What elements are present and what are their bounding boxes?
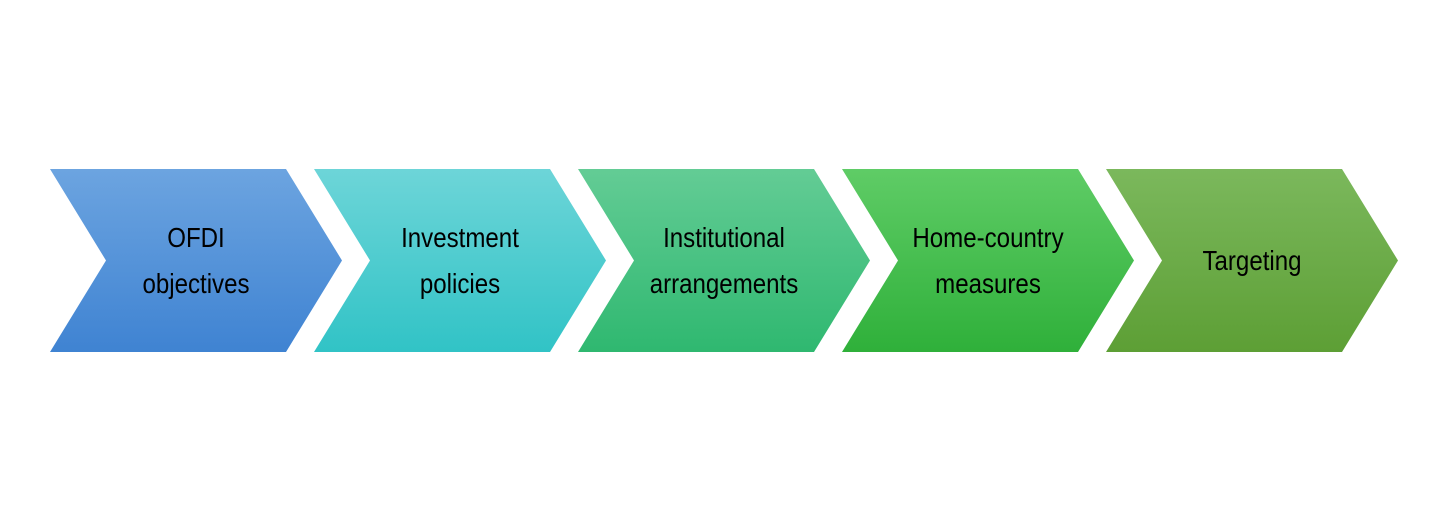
step-institutional-arrangements: Institutional arrangements xyxy=(578,169,870,352)
step-ofdi-objectives: OFDI objectives xyxy=(50,169,342,352)
step-label-line: OFDI xyxy=(167,221,225,253)
step-home-country-measures: Home-country measures xyxy=(842,169,1134,352)
step-label-line: measures xyxy=(935,267,1041,299)
chevron-shape xyxy=(1106,169,1398,352)
step-investment-policies: Investment policies xyxy=(314,169,606,352)
step-label: Institutional arrangements xyxy=(638,169,810,352)
step-label: Home-country measures xyxy=(902,169,1074,352)
chevron-shape xyxy=(314,169,606,352)
step-label-line: Institutional xyxy=(663,221,785,253)
step-label-line: Targeting xyxy=(1202,244,1302,276)
step-label: OFDI objectives xyxy=(110,169,282,352)
step-label-line: policies xyxy=(419,267,501,299)
step-label: Investment policies xyxy=(374,169,546,352)
step-label-line: Investment xyxy=(401,221,519,253)
chevron-shape xyxy=(50,169,342,352)
chevron-shape xyxy=(842,169,1134,352)
chevron-shape xyxy=(578,169,870,352)
step-targeting: Targeting xyxy=(1106,169,1398,352)
step-label: Targeting xyxy=(1166,169,1338,352)
step-label-line: objectives xyxy=(142,267,250,299)
step-label-line: Home-country xyxy=(912,221,1064,253)
step-label-line: arrangements xyxy=(649,267,799,299)
